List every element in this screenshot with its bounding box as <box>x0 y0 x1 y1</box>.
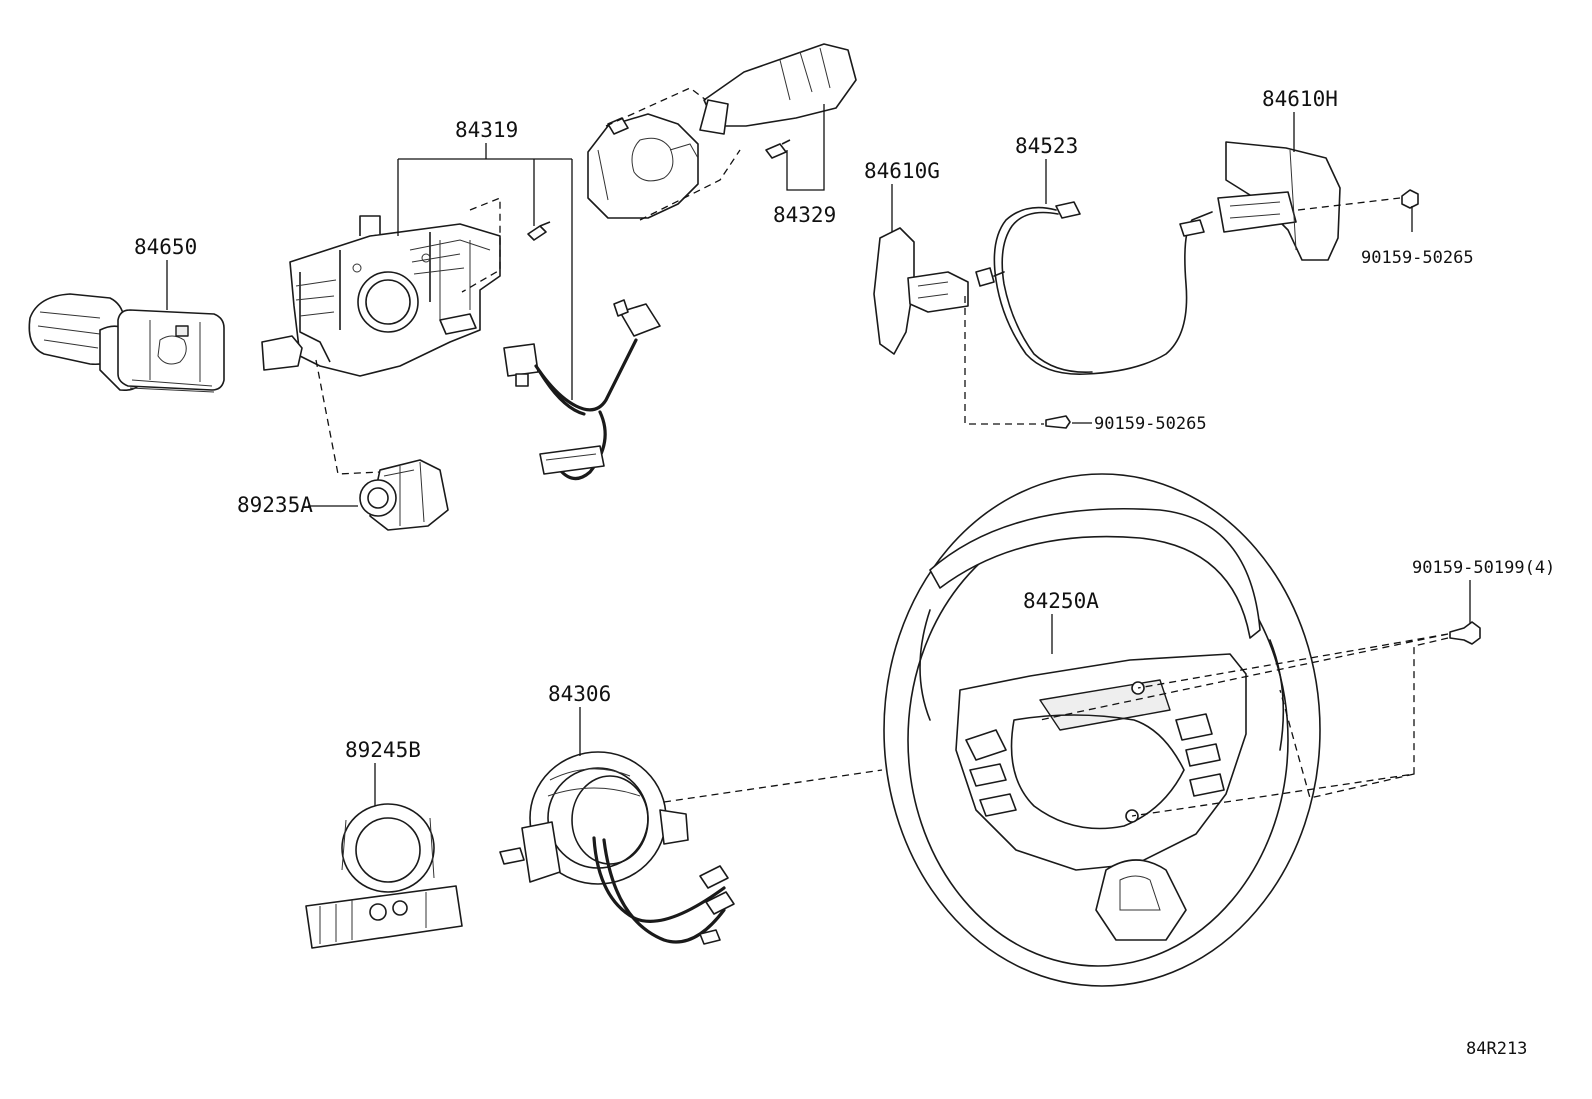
screw-84319 <box>527 221 551 241</box>
label-bolt-center: 90159-50265 <box>1094 414 1207 434</box>
dash-84329 <box>605 87 741 221</box>
bolt-center-icon <box>1045 415 1071 429</box>
part-84610H-paddle <box>1217 141 1341 261</box>
label-84306: 84306 <box>548 682 611 706</box>
diagram-reference-code: 84R213 <box>1466 1039 1527 1059</box>
label-89245B: 89245B <box>345 738 421 762</box>
label-84329: 84329 <box>773 203 836 227</box>
screw-84329 <box>765 139 791 159</box>
bolt-wheel-icon <box>1449 621 1481 645</box>
dash-89235A <box>315 359 381 475</box>
label-84610H: 84610H <box>1262 87 1338 111</box>
part-89235A-sensor <box>359 459 449 531</box>
dash-84319-screw <box>461 197 501 293</box>
dash-84610H <box>1297 197 1401 211</box>
dash-84306 <box>663 769 883 803</box>
part-84319-harness <box>503 299 661 481</box>
part-84250A-steering-wheel <box>883 473 1321 987</box>
dash-84610G <box>964 296 1044 425</box>
part-84610G-paddle <box>873 227 969 355</box>
dash-bolt-wheel <box>1039 633 1449 817</box>
label-84610G: 84610G <box>864 159 940 183</box>
label-84319: 84319 <box>455 118 518 142</box>
bolt-right-icon <box>1401 189 1419 209</box>
label-89235A: 89235A <box>237 493 313 517</box>
label-84250A: 84250A <box>1023 589 1099 613</box>
leader-84329 <box>786 104 825 191</box>
part-89245B-sensor <box>305 803 463 949</box>
label-84650: 84650 <box>134 235 197 259</box>
label-bolt-right: 90159-50265 <box>1361 248 1474 268</box>
part-84650-switch <box>28 293 225 393</box>
part-84523-harness <box>975 201 1213 375</box>
label-bolt-wheel: 90159-50199(4) <box>1412 558 1555 578</box>
part-84319-switch-body <box>261 215 501 377</box>
part-84306-spiral-cable <box>499 751 735 945</box>
part-84329-lever <box>587 43 857 219</box>
label-84523: 84523 <box>1015 134 1078 158</box>
leader-84319 <box>397 143 573 400</box>
